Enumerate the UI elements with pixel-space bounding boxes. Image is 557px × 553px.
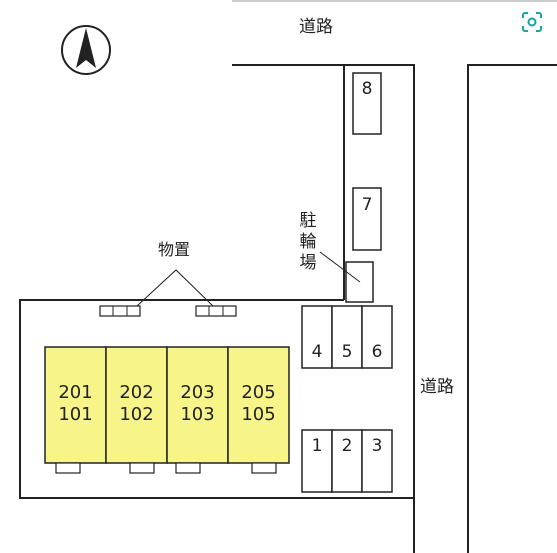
parking-spot-number: 2 xyxy=(341,436,353,456)
bicycle-parking-label: 駐 輪 場 xyxy=(298,211,318,274)
entrance-step xyxy=(251,462,277,474)
parking-spot xyxy=(352,187,382,251)
bicycle-parking-char: 駐 xyxy=(299,211,317,231)
site-outline xyxy=(19,299,414,499)
top-road-label: 道路 xyxy=(299,17,333,37)
parking-spot xyxy=(352,72,382,135)
entrance-step xyxy=(129,462,155,474)
right-road-label: 道路 xyxy=(420,377,454,397)
north-arrow-icon xyxy=(61,25,111,75)
unit-label: 201 101 xyxy=(45,382,106,426)
parking-spot-number: 7 xyxy=(361,195,373,215)
building-unit xyxy=(105,346,168,464)
parking-spot-number: 1 xyxy=(311,436,323,456)
parking-spot xyxy=(361,305,393,369)
storage-label: 物置 xyxy=(158,240,191,259)
unit-upper-number: 202 xyxy=(119,382,154,403)
parking-spot-number: 6 xyxy=(371,342,383,362)
entrance-step xyxy=(55,462,81,474)
bicycle-parking-leader xyxy=(319,251,361,283)
unit-lower-number: 105 xyxy=(241,404,276,425)
unit-upper-number: 201 xyxy=(58,382,93,403)
unit-label: 202 102 xyxy=(106,382,167,426)
parking-spot-number: 8 xyxy=(361,79,373,99)
storage-leader xyxy=(136,269,214,307)
unit-lower-number: 103 xyxy=(180,404,215,425)
bicycle-parking-char: 輪 xyxy=(299,232,317,252)
parking-spot xyxy=(361,429,393,493)
unit-label: 203 103 xyxy=(167,382,228,426)
parking-spot xyxy=(331,429,363,493)
parking-spot xyxy=(301,429,333,493)
parking-spot-number: 4 xyxy=(311,342,323,362)
storage-shed xyxy=(195,305,237,317)
unit-upper-number: 203 xyxy=(180,382,215,403)
unit-lower-number: 102 xyxy=(119,404,154,425)
unit-label: 205 105 xyxy=(228,382,289,426)
road-edge-left xyxy=(232,64,345,300)
scan-lens-icon[interactable] xyxy=(520,10,544,34)
parking-spot-number: 3 xyxy=(371,436,383,456)
building-unit xyxy=(227,346,290,464)
unit-upper-number: 205 xyxy=(241,382,276,403)
parking-spot-number: 5 xyxy=(341,342,353,362)
storage-shed xyxy=(99,305,141,317)
unit-lower-number: 101 xyxy=(58,404,93,425)
bicycle-parking-char: 場 xyxy=(299,253,317,273)
road-edge-inner xyxy=(344,64,415,553)
entrance-step xyxy=(175,462,201,474)
road-edge-right xyxy=(467,64,557,553)
